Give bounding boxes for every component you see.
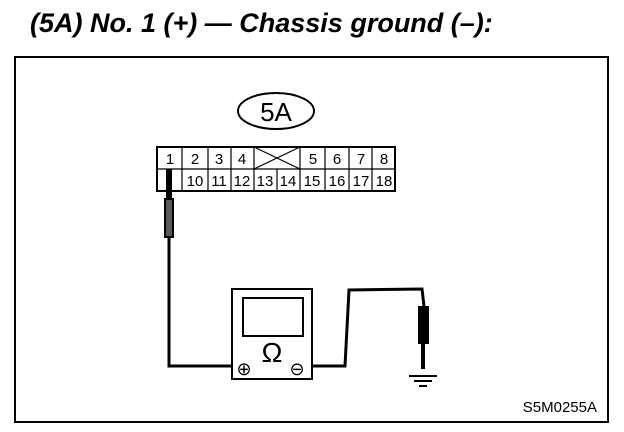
pin-label: 4 <box>238 151 246 168</box>
plus-terminal-icon: ⊕ <box>236 359 251 379</box>
connector: 1 2 3 4 5 6 7 8 10 11 12 13 14 15 16 17 … <box>156 146 396 192</box>
ohm-symbol: Ω <box>262 337 283 368</box>
positive-probe <box>164 169 174 238</box>
pin-label: 17 <box>353 173 370 190</box>
negative-probe <box>418 306 429 369</box>
minus-terminal-icon: ⊖ <box>289 359 304 379</box>
connector-label-ellipse <box>237 92 315 130</box>
pin-label: 2 <box>191 151 199 168</box>
ground-icon <box>409 375 437 387</box>
pin-label: 11 <box>211 173 227 190</box>
pin-label: 15 <box>304 173 321 190</box>
diagram-frame <box>14 56 609 423</box>
pin-label: 14 <box>280 173 297 190</box>
negative-lead-wire <box>312 287 426 368</box>
ohmmeter: Ω ⊕ ⊖ <box>231 288 313 380</box>
figure-code: S5M0255A <box>523 399 597 416</box>
pin-label: 3 <box>215 151 223 168</box>
blank-cavity-cross-b <box>253 146 301 170</box>
meter-display <box>242 297 304 337</box>
pin-label: 5 <box>309 151 317 168</box>
connector-label: 5A <box>260 97 292 127</box>
pin-label: 1 <box>166 151 174 168</box>
pin-label: 7 <box>357 151 365 168</box>
pin-label: 16 <box>329 173 346 190</box>
pin-label: 6 <box>333 151 341 168</box>
pin-label: 18 <box>376 173 393 190</box>
pin-label: 13 <box>257 173 274 190</box>
pin-label: 10 <box>187 173 204 190</box>
page-title: (5A) No. 1 (+) — Chassis ground (–): <box>30 8 493 38</box>
pin-label: 12 <box>234 173 251 190</box>
pin-label: 8 <box>380 151 388 168</box>
positive-lead-wire <box>167 238 232 368</box>
